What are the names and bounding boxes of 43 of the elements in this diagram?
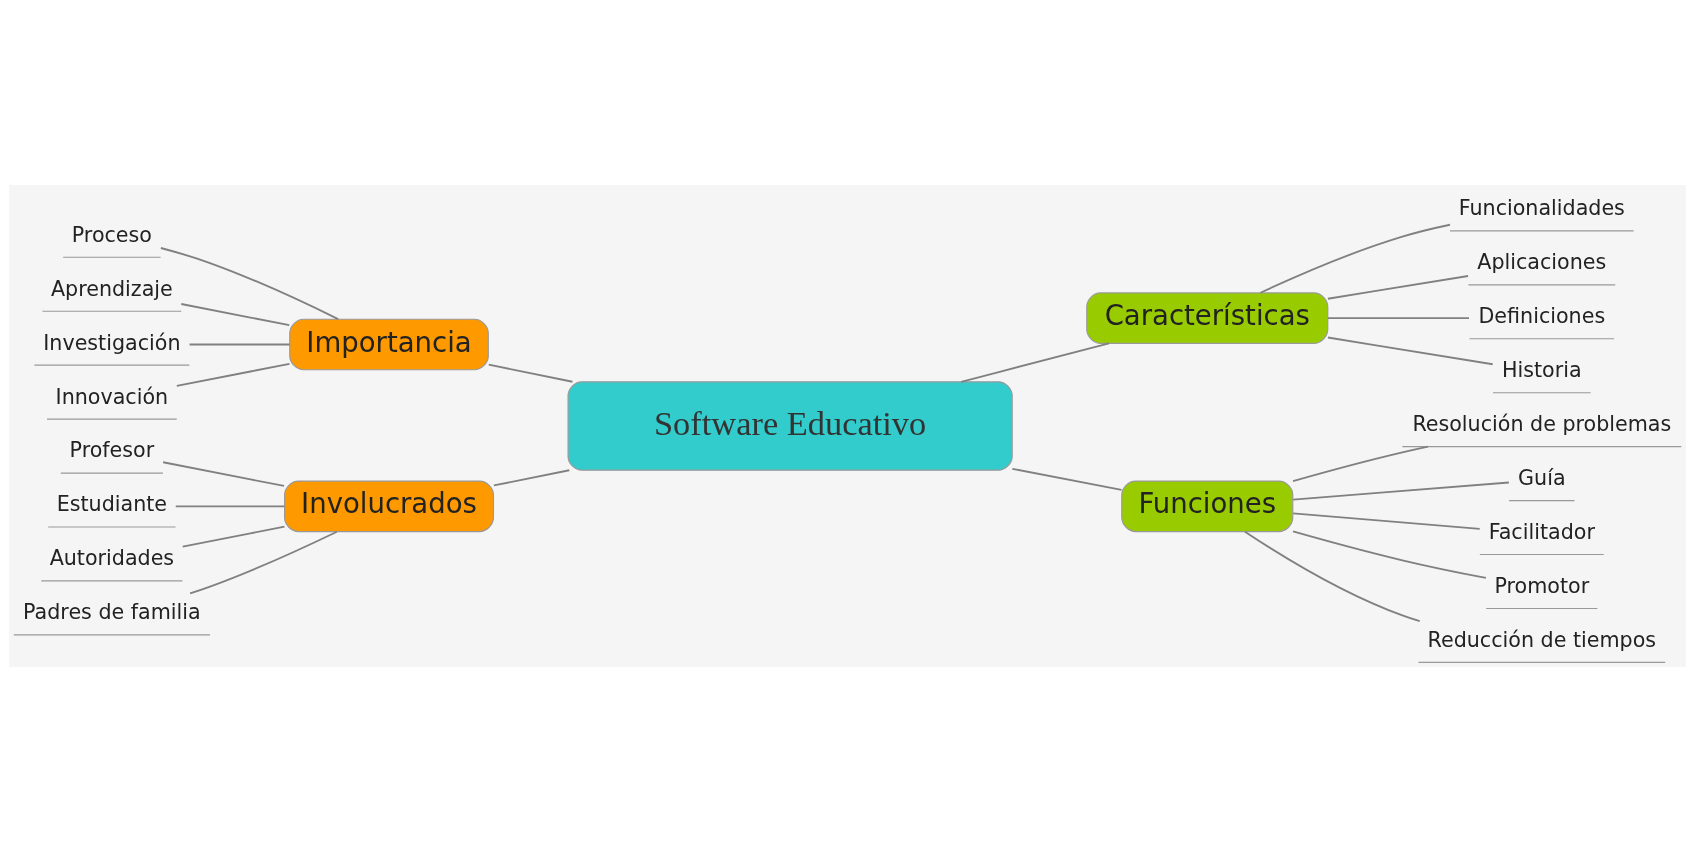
node-text: Autoridades: [49, 546, 175, 571]
connector: [1244, 530, 1421, 622]
connector: [1292, 445, 1429, 483]
connector: [1327, 275, 1469, 300]
connector: [174, 505, 286, 508]
node-text: Definiciones: [1478, 304, 1606, 329]
node-text: Padres de familia: [23, 600, 201, 625]
connector: [188, 343, 291, 346]
node-text: Historia: [1502, 358, 1582, 383]
connector: [1292, 512, 1481, 530]
connector: [180, 303, 291, 327]
connector: [175, 362, 291, 387]
connector: [1292, 530, 1487, 579]
connector: [181, 525, 286, 548]
node-text: Innovación: [55, 384, 169, 409]
connector: [960, 342, 1110, 383]
node-box: Software Educativo: [567, 381, 1013, 471]
node-text: Funcionalidades: [1458, 196, 1625, 221]
node-box: Importancia: [289, 318, 489, 371]
connector: [189, 530, 338, 595]
node-text: Promotor: [1494, 573, 1590, 598]
connector: [1327, 317, 1470, 320]
node-text: Investigación: [43, 330, 181, 355]
connector: [1011, 467, 1123, 491]
connector: [1259, 223, 1451, 294]
node-text: Reducción de tiempos: [1427, 627, 1657, 652]
node-text: Guía: [1518, 465, 1566, 490]
connector: [162, 461, 285, 487]
connector: [487, 363, 574, 383]
node-text: Aplicaciones: [1477, 250, 1607, 275]
connector: [1292, 481, 1510, 501]
node-box: Funciones: [1121, 480, 1294, 533]
node-text: Aprendizaje: [50, 276, 173, 301]
connector: [1327, 336, 1494, 366]
node-text: Profesor: [69, 438, 155, 463]
connector: [493, 469, 571, 487]
node-text: Proceso: [71, 222, 152, 247]
node-text: Facilitador: [1488, 519, 1595, 544]
node-text: Estudiante: [56, 492, 168, 517]
node-box: Involucrados: [284, 480, 495, 533]
node-text: Resolución de problemas: [1412, 412, 1672, 437]
node-box: Características: [1086, 292, 1329, 344]
connector: [159, 247, 340, 321]
